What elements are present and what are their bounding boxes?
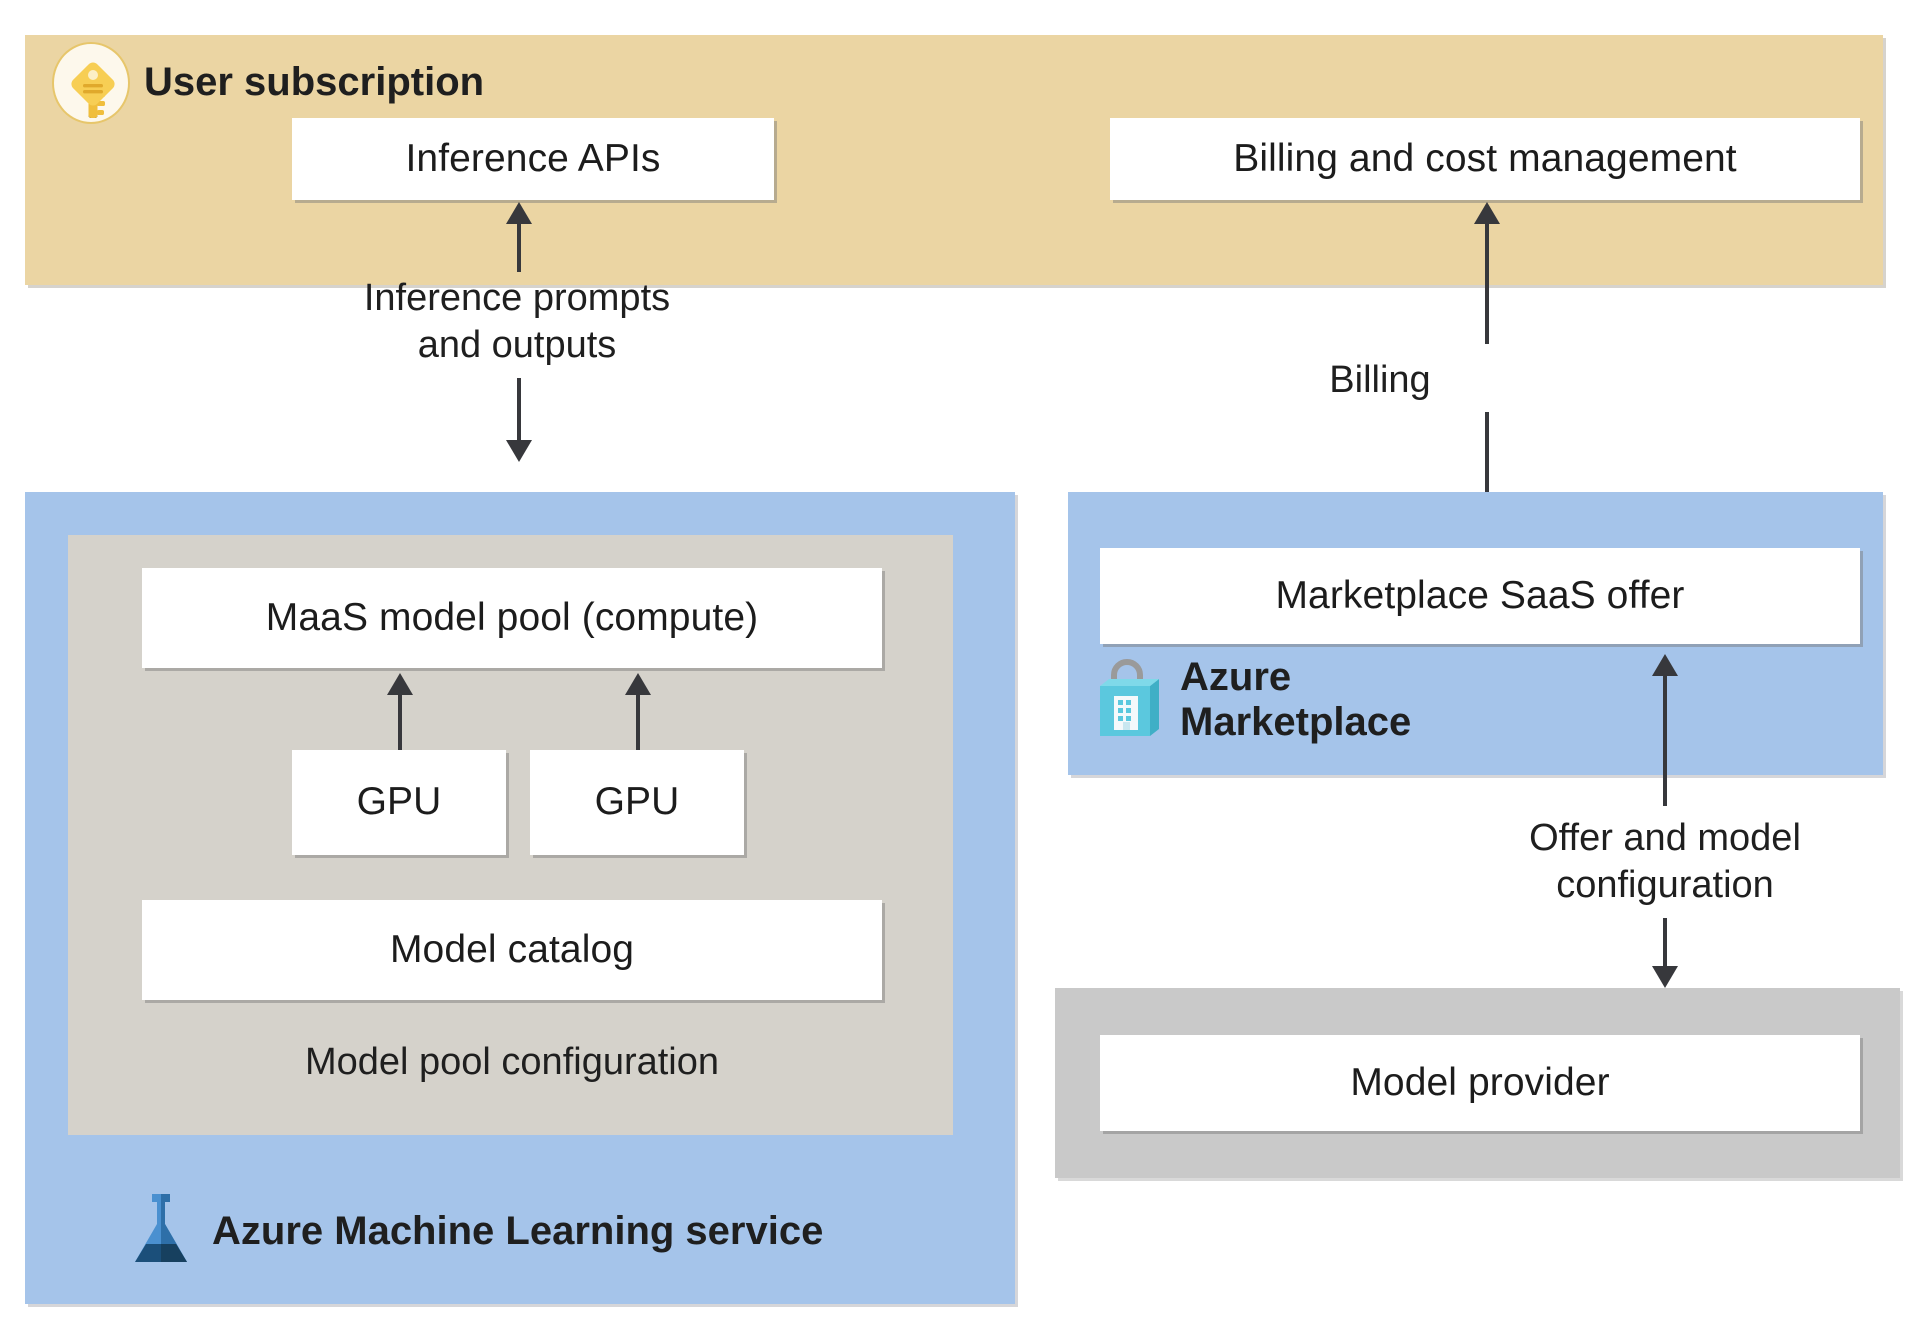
arrow-head-up-gpu-right: [625, 673, 651, 695]
key-icon: [52, 42, 130, 124]
user-subscription-title: User subscription: [144, 59, 485, 104]
node-model-catalog[interactable]: Model catalog: [142, 900, 882, 1000]
node-marketplace-saas-offer[interactable]: Marketplace SaaS offer: [1100, 548, 1860, 644]
node-gpu-right[interactable]: GPU: [530, 750, 744, 855]
azure-machine-learning-icon: [118, 1188, 204, 1274]
arrow-line-down-to-model-pool: [517, 378, 521, 440]
arrow-line-gpu-left: [398, 695, 402, 750]
node-inference-apis[interactable]: Inference APIs: [292, 118, 774, 200]
arrow-line-up-to-marketplace-offer: [1663, 676, 1667, 806]
node-billing-and-cost-management[interactable]: Billing and cost management: [1110, 118, 1860, 200]
arrow-line-up-to-billing: [1485, 224, 1489, 344]
azure-machine-learning-title: Azure Machine Learning service: [212, 1208, 824, 1253]
node-maas-model-pool[interactable]: MaaS model pool (compute): [142, 568, 882, 668]
arrow-head-down-to-model-provider: [1652, 966, 1678, 988]
arrow-head-up-to-inference-apis: [506, 202, 532, 224]
arrow-head-up-gpu-left: [387, 673, 413, 695]
azure-marketplace-icon: [1092, 658, 1166, 740]
node-model-provider[interactable]: Model provider: [1100, 1035, 1860, 1131]
arrow-line-gpu-right: [636, 695, 640, 750]
edge-label-inference-prompts-and-outputs: Inference prompts and outputs: [363, 276, 671, 367]
arrow-head-down-to-model-pool: [506, 440, 532, 462]
arrow-head-up-to-marketplace-offer: [1652, 654, 1678, 676]
edge-label-offer-and-model-configuration: Offer and model configuration: [1529, 816, 1801, 907]
arrow-line-up-to-inference-apis: [517, 224, 521, 272]
arrow-line-down-to-marketplace: [1485, 412, 1489, 520]
arrow-head-up-to-billing: [1474, 202, 1500, 224]
arrow-line-down-to-model-provider: [1663, 918, 1667, 966]
label-model-pool-configuration: Model pool configuration: [304, 1041, 720, 1084]
azure-marketplace-title: Azure Marketplace: [1180, 655, 1412, 744]
node-gpu-left[interactable]: GPU: [292, 750, 506, 855]
edge-label-billing: Billing: [1329, 359, 1431, 402]
